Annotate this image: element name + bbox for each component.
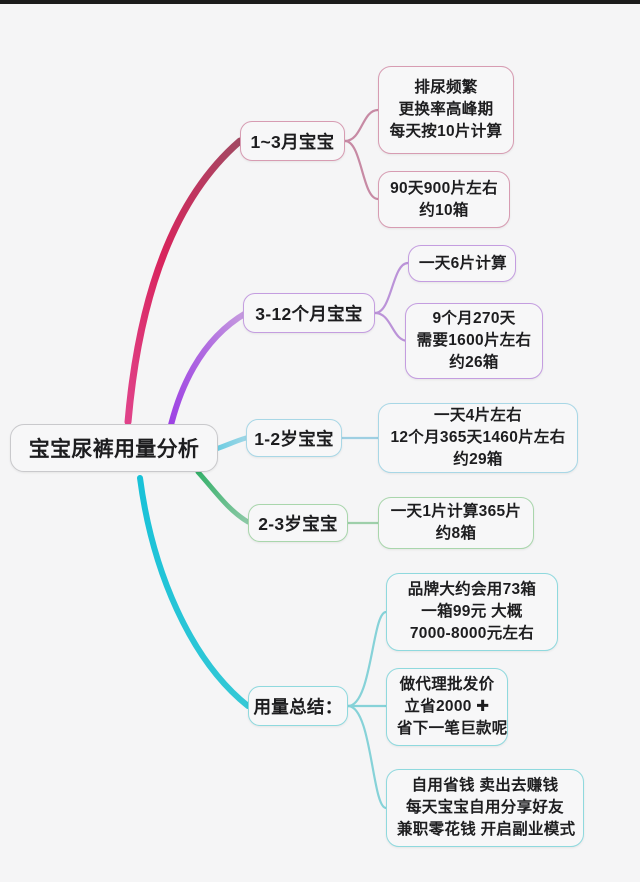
- leaf-line: 自用省钱 卖出去赚钱: [411, 777, 559, 794]
- leaf-line: 一箱99元 大概: [421, 603, 523, 620]
- leaf-node-3-12-month-a[interactable]: 一天6片计算: [408, 245, 516, 282]
- leaf-line: 兼职零花钱 开启副业模式: [397, 821, 576, 838]
- branch-node-3-12-month[interactable]: 3-12个月宝宝: [243, 293, 375, 333]
- branch-label: 用量总结：: [253, 696, 343, 717]
- leaf-line: 需要1600片左右: [416, 332, 532, 349]
- leaf-node-summary-c[interactable]: 自用省钱 卖出去赚钱 每天宝宝自用分享好友 兼职零花钱 开启副业模式: [386, 769, 584, 847]
- leaf-line: 每天宝宝自用分享好友: [405, 799, 564, 816]
- branch-label: 1-2岁宝宝: [254, 428, 334, 449]
- leaf-line: 90天900片左右: [390, 179, 498, 197]
- branch-node-1-2-year[interactable]: 1-2岁宝宝: [246, 419, 342, 457]
- leaf-line: 立省2000 ✚: [404, 698, 490, 715]
- leaf-node-2-3-year-a[interactable]: 一天1片计算365片 约8箱: [378, 497, 534, 549]
- leaf-line: 省下一笔巨款呢: [397, 720, 508, 737]
- leaf-line: 一天6片计算: [419, 254, 507, 272]
- branch-node-2-3-year[interactable]: 2-3岁宝宝: [248, 504, 348, 542]
- leaf-line: 7000-8000元左右: [409, 625, 535, 642]
- leaf-line: 品牌大约会用73箱: [407, 581, 537, 598]
- leaf-line: 约8箱: [435, 525, 477, 542]
- leaf-line: 每天按10片计算: [389, 123, 503, 140]
- leaf-line: 做代理批发价: [399, 676, 495, 693]
- leaf-line: 9个月270天: [432, 310, 516, 327]
- branch-label: 2-3岁宝宝: [258, 513, 338, 534]
- branch-label: 3-12个月宝宝: [255, 303, 363, 324]
- leaf-line: 排尿频繁: [414, 79, 478, 96]
- leaf-line: 12个月365天1460片左右: [390, 429, 566, 446]
- root-node[interactable]: 宝宝尿裤用量分析: [10, 424, 218, 472]
- leaf-line: 约10箱: [419, 201, 469, 219]
- leaf-node-3-12-month-b[interactable]: 9个月270天 需要1600片左右 约26箱: [405, 303, 543, 379]
- leaf-line: 一天4片左右: [434, 407, 522, 424]
- leaf-line: 更换率高峰期: [398, 101, 494, 118]
- top-edge-strip: [0, 0, 640, 4]
- branch-node-summary[interactable]: 用量总结：: [248, 686, 348, 726]
- leaf-line: 约26箱: [449, 354, 499, 371]
- leaf-node-summary-a[interactable]: 品牌大约会用73箱 一箱99元 大概 7000-8000元左右: [386, 573, 558, 651]
- root-label: 宝宝尿裤用量分析: [28, 438, 200, 461]
- leaf-line: 一天1片计算365片: [390, 503, 522, 520]
- leaf-node-1-2-year-a[interactable]: 一天4片左右 12个月365天1460片左右 约29箱: [378, 403, 578, 473]
- branch-node-1-3-month[interactable]: 1~3月宝宝: [240, 121, 345, 161]
- leaf-line: 约29箱: [453, 451, 503, 468]
- branch-label: 1~3月宝宝: [250, 131, 335, 152]
- leaf-node-summary-b[interactable]: 做代理批发价 立省2000 ✚ 省下一笔巨款呢: [386, 668, 508, 746]
- leaf-node-1-3-month-a[interactable]: 排尿频繁 更换率高峰期 每天按10片计算: [378, 66, 514, 154]
- leaf-node-1-3-month-b[interactable]: 90天900片左右 约10箱: [378, 171, 510, 228]
